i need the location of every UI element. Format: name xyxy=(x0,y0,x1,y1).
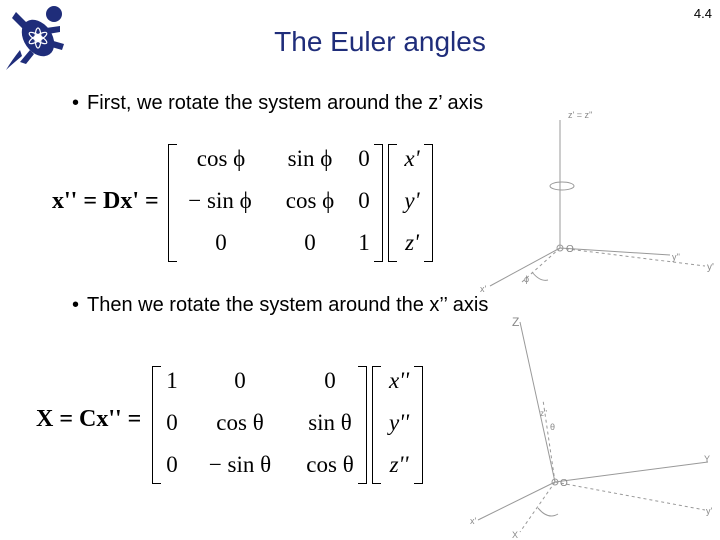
y-double-axis-line xyxy=(559,247,671,256)
matrix-cell: 0 xyxy=(304,230,316,255)
gecko-logo-icon xyxy=(6,6,64,70)
matrix-cell: cos ϕ xyxy=(196,146,246,171)
matrix-cell: sin θ xyxy=(308,410,352,435)
bullet-first-rotation: • First, we rotate the system around the … xyxy=(72,92,483,115)
y-prime-axis-line xyxy=(559,247,706,267)
label-z-lower: z'' xyxy=(540,409,548,418)
vector-bracket-left xyxy=(372,366,381,484)
vector-cell: x'' xyxy=(388,368,410,393)
label-x-prime: x' xyxy=(480,284,487,294)
matrix-cell: 1 xyxy=(166,368,178,393)
label-theta: θ xyxy=(550,422,555,432)
vector-cell: y'' xyxy=(388,410,410,435)
label-top-axis: z' = z'' xyxy=(568,110,593,120)
label-x-bottom: x' xyxy=(470,516,477,526)
matrix-cell: cos θ xyxy=(306,452,354,477)
rotation-arrow-icon xyxy=(549,181,575,191)
vector-cell: z' xyxy=(405,230,419,255)
equation-lhs: X = Cx'' = xyxy=(36,406,142,432)
matrix-cell: 0 xyxy=(358,188,370,213)
matrix-cell: 0 xyxy=(234,368,246,393)
phi-arc xyxy=(531,271,549,281)
z-upper-axis-line xyxy=(519,321,556,483)
origin-top-marker xyxy=(556,244,564,252)
label-z-upper: Z xyxy=(512,315,519,329)
y-bottom-axis-line xyxy=(554,481,706,511)
matrix-bracket-left xyxy=(168,144,177,262)
label-origin-top: O xyxy=(566,244,574,255)
matrix-bracket-left xyxy=(152,366,161,484)
matrix-cell: 0 xyxy=(215,230,227,255)
matrix-cell: sin ϕ xyxy=(287,146,333,171)
vector-cell: y' xyxy=(404,188,420,213)
matrix-cell: − sin ϕ xyxy=(188,188,252,213)
euler-rotation-diagram: z' = z'' O y' y'' x' ϕ Z z'' θ Y O y' x'… xyxy=(470,110,714,540)
vector-bracket-right xyxy=(414,366,423,484)
matrix-bracket-right xyxy=(374,144,383,262)
matrix-cell: 0 xyxy=(358,146,370,171)
theta-arc xyxy=(537,507,559,517)
label-Y: Y xyxy=(704,454,710,464)
matrix-cell: 0 xyxy=(324,368,336,393)
label-y-bottom: y' xyxy=(706,506,713,516)
matrix-cell: cos θ xyxy=(216,410,264,435)
label-origin-bottom: O xyxy=(560,478,568,489)
matrix-cell: cos ϕ xyxy=(285,188,335,213)
bullet-marker: • xyxy=(72,294,80,316)
bullet-text: Then we rotate the system around the x’’… xyxy=(87,294,489,316)
vector-bracket-left xyxy=(388,144,397,262)
z-lower-axis-line xyxy=(542,399,556,483)
matrix-cell: 0 xyxy=(166,452,178,477)
bullet-text: First, we rotate the system around the z… xyxy=(87,92,484,114)
matrix-cell: 0 xyxy=(166,410,178,435)
vector-bracket-right xyxy=(424,144,433,262)
bullet-marker: • xyxy=(72,92,80,114)
x-double-axis-line xyxy=(521,247,561,283)
matrix-cell: − sin θ xyxy=(208,452,272,477)
equation-lhs: x'' = Dx' = xyxy=(52,188,159,214)
label-phi: ϕ xyxy=(524,274,529,284)
X-axis-line xyxy=(519,481,556,533)
bullet-second-rotation: • Then we rotate the system around the x’… xyxy=(72,294,488,317)
label-y-double: y'' xyxy=(672,252,680,262)
label-y-prime: y' xyxy=(707,262,714,273)
page-title: The Euler angles xyxy=(274,26,486,57)
vector-cell: x' xyxy=(404,146,420,171)
slide-number: 4.4 xyxy=(693,6,712,21)
vector-cell: z'' xyxy=(389,452,409,477)
x-bottom-axis-line xyxy=(477,481,556,521)
label-X: X xyxy=(512,530,518,540)
origin-bottom-marker xyxy=(551,478,559,486)
matrix-bracket-right xyxy=(358,366,367,484)
x-prime-axis-line xyxy=(489,247,561,287)
matrix-cell: 1 xyxy=(358,230,370,255)
Y-axis-line xyxy=(554,461,709,483)
